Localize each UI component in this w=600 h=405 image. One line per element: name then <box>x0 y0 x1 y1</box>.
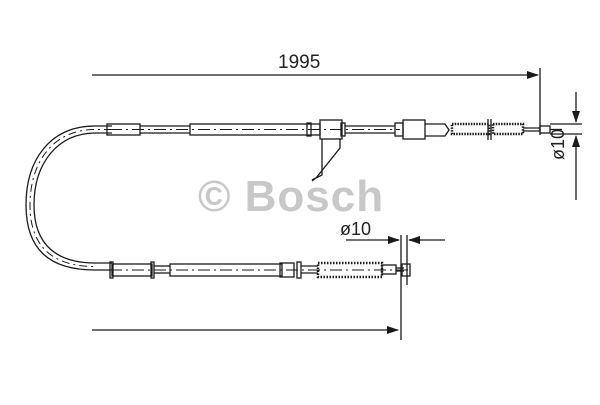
bosch-watermark: © Bosch <box>198 172 385 221</box>
length-dimension-label: 1995 <box>278 52 321 73</box>
upper-diameter-label: ø10 <box>548 128 568 160</box>
lower-diameter-label: ø10 <box>340 219 372 239</box>
